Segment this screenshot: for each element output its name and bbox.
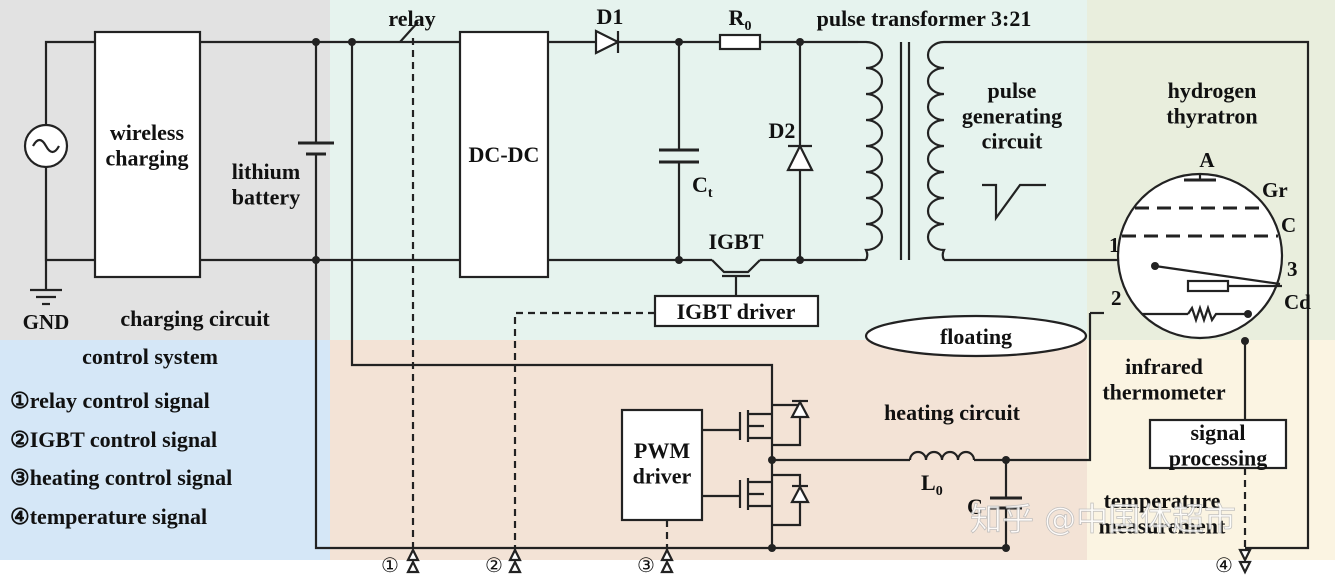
heating-title: heating circuit xyxy=(884,400,1021,425)
resistor-r0 xyxy=(718,33,762,51)
cathode-label: C xyxy=(1281,213,1296,237)
gnd-label: GND xyxy=(23,310,70,334)
port-3: ③ xyxy=(637,547,674,577)
port-1: ① xyxy=(381,547,420,577)
floating-ellipse xyxy=(864,314,1088,358)
svg-text:①: ① xyxy=(381,555,399,577)
signal-4: ④temperature signal xyxy=(10,504,207,529)
charging-circuit-title: charging circuit xyxy=(120,306,270,331)
igbt-label: IGBT xyxy=(708,229,763,254)
floating-label: floating xyxy=(940,324,1012,349)
relay-label: relay xyxy=(388,6,435,31)
pin3-label: 3 xyxy=(1287,257,1298,281)
capacitor-ct xyxy=(659,42,699,260)
ct-label: Ct xyxy=(692,172,713,201)
igbt-icon xyxy=(711,259,761,296)
svg-text:④: ④ xyxy=(1215,555,1233,577)
heating-region xyxy=(330,340,1087,560)
watermark: 知乎 @中国体超市 xyxy=(970,500,1236,538)
port-4: ④ xyxy=(1215,548,1252,577)
r0-label: R0 xyxy=(729,5,752,34)
signal-1: ①relay control signal xyxy=(10,388,210,413)
mosfet-top xyxy=(702,395,810,460)
control-title: control system xyxy=(82,344,218,369)
signal-processing-box xyxy=(1148,418,1288,470)
igbt-driver-label: IGBT driver xyxy=(677,299,796,324)
c-label: C xyxy=(967,494,983,519)
signal-2: ②IGBT control signal xyxy=(10,427,217,452)
battery-icon xyxy=(298,42,772,550)
grid-label: Gr xyxy=(1262,178,1288,202)
l0-label: L0 xyxy=(921,470,943,499)
capacitor-c xyxy=(990,460,1022,548)
diode-d2 xyxy=(786,42,814,260)
svg-text:③: ③ xyxy=(637,555,655,577)
port-2: ② xyxy=(485,547,522,577)
signal-3: ③heating control signal xyxy=(10,465,232,490)
pin1-label: 1 xyxy=(1109,233,1120,257)
relay-switch xyxy=(399,21,419,43)
igbt-driver-box xyxy=(653,294,820,328)
control-region xyxy=(0,340,330,560)
wireless-charging-box xyxy=(93,30,202,279)
anode-label: A xyxy=(1199,148,1215,172)
d2-label: D2 xyxy=(769,118,796,143)
pulse-region xyxy=(330,0,1087,340)
pin2-label: 2 xyxy=(1111,286,1122,310)
inductor-l0 xyxy=(908,450,976,461)
ac-source-icon xyxy=(23,123,69,169)
gnd-icon xyxy=(30,288,62,306)
dcdc-label: DC-DC xyxy=(469,142,540,167)
svg-text:②: ② xyxy=(485,555,503,577)
transformer-label: pulse transformer 3:21 xyxy=(817,6,1032,31)
pwm-driver-box xyxy=(620,408,704,522)
d1-label: D1 xyxy=(597,4,624,29)
mosfet-bottom xyxy=(702,460,810,548)
dcdc-box xyxy=(458,30,550,279)
cathode-d-label: Cd xyxy=(1284,290,1311,314)
pulse-waveform-icon xyxy=(982,183,1046,222)
pulse-transformer xyxy=(858,40,1310,550)
